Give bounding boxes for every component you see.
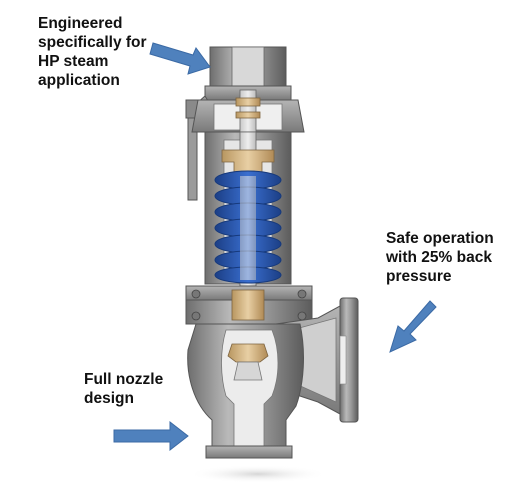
callout-safe-line-2: with 25% back: [386, 249, 492, 266]
top-cap: [204, 46, 292, 101]
callout-engineered-line-3: HP steam: [38, 53, 109, 70]
arrow-engineered: [149, 42, 211, 75]
body-flange: [185, 285, 313, 325]
callout-engineered-line-2: specifically for: [38, 34, 147, 51]
arrow-safe-operation: [389, 300, 437, 353]
arrow-full-nozzle: [113, 420, 189, 452]
arrow-icon: [113, 420, 189, 452]
callout-safe-line-1: Safe operation: [386, 230, 494, 247]
callout-engineered-line-1: Engineered: [38, 15, 123, 32]
callout-full-nozzle: Full nozzle design: [84, 370, 163, 408]
outlet: [275, 297, 359, 423]
callout-engineered: Engineered specifically for HP steam app…: [38, 14, 147, 90]
arrow-icon: [389, 300, 437, 353]
callout-nozzle-line-1: Full nozzle: [84, 371, 164, 388]
arrow-icon: [149, 42, 211, 75]
spring: [214, 170, 282, 284]
callout-safe-line-3: pressure: [386, 268, 452, 285]
callout-nozzle-line-2: design: [84, 390, 134, 407]
callout-engineered-line-4: application: [38, 72, 120, 89]
floor-shadow: [188, 465, 328, 483]
callout-safe-operation: Safe operation with 25% back pressure: [386, 229, 494, 286]
valve-body: [187, 323, 304, 459]
